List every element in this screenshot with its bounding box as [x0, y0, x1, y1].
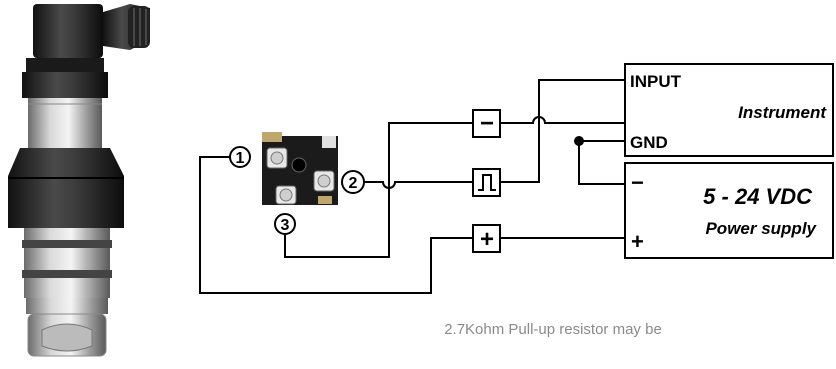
o-ring-2 [22, 270, 112, 278]
terminal-3-marker [274, 213, 296, 235]
connector-base [26, 58, 104, 72]
pull-up-note: 2.7Kohm Pull-up resistor may be [444, 321, 662, 338]
connector-ring [22, 72, 108, 98]
instrument-box [624, 63, 834, 157]
terminal-1-marker [229, 146, 251, 168]
power-supply-voltage: 5 - 24 VDC [703, 184, 813, 209]
connector-housing [33, 4, 103, 58]
junction-dot [574, 136, 584, 146]
terminal-3-label: 3 [281, 217, 290, 234]
terminal-2-marker [341, 170, 365, 194]
signal-pulse-box [472, 168, 501, 197]
terminal-2-label: 2 [349, 175, 358, 192]
wire-terminal-1 [199, 156, 473, 294]
signal-plus-box [472, 224, 501, 253]
instrument-gnd-label: GND [630, 133, 668, 152]
square-wave-icon [478, 174, 496, 191]
power-supply-name: Power supply [705, 219, 817, 238]
o-ring-1 [22, 240, 112, 248]
signal-minus-label: − [480, 110, 494, 137]
power-supply-box [624, 162, 834, 259]
wire-terminal-3 [284, 122, 473, 258]
pressure-sensor-image [8, 4, 150, 357]
sensor-body-upper [28, 98, 102, 148]
signal-plus-label: + [480, 226, 494, 253]
instrument-input-label: INPUT [630, 72, 682, 91]
terminal-1-label: 1 [236, 150, 245, 167]
wires [199, 79, 625, 294]
signal-minus-box [472, 109, 501, 138]
power-supply-minus: − [631, 170, 644, 195]
wire-minus-to-gnd [501, 116, 625, 124]
power-supply-plus: + [631, 229, 644, 254]
instrument-name: Instrument [738, 103, 827, 122]
terminal-center-screw [291, 157, 307, 173]
wire-gnd-to-psu [578, 141, 625, 185]
sensor-body-lower [24, 228, 110, 298]
sensor-collar [8, 148, 124, 228]
terminal-block [262, 132, 338, 205]
wire-terminal-2 [365, 181, 473, 189]
wire-pulse-to-input [501, 79, 625, 183]
